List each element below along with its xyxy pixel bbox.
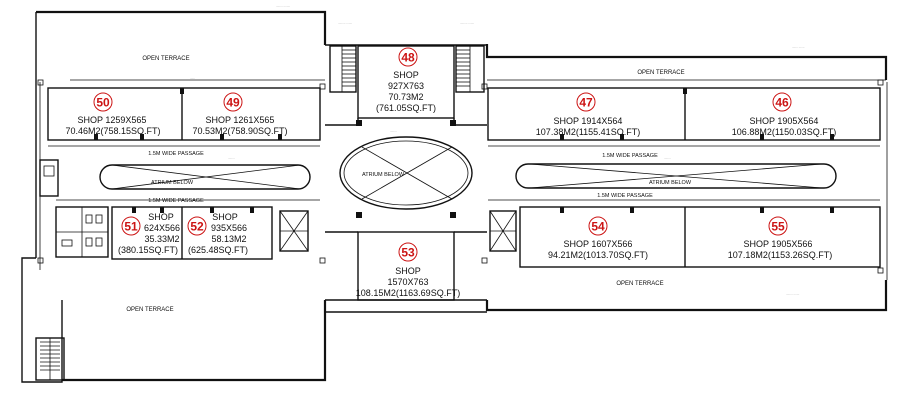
atrium-voids [99,136,837,210]
shop-54-marker: 54 [588,216,608,236]
shop-47-text: SHOP 1914X564 107.38M2(1155.41SQ.FT) [536,116,640,137]
svg-text:......: ...... [660,76,665,80]
svg-text:........ .......: ........ ....... [786,292,800,296]
svg-text:SHOP 1607X566: SHOP 1607X566 [564,239,633,249]
svg-text:94.21M2(1013.70SQ.FT): 94.21M2(1013.70SQ.FT) [548,250,648,260]
open-terrace-label-1: OPEN TERRACE [142,56,189,62]
svg-text:........: ........ [664,156,671,160]
space-labels: OPEN TERRACE OPEN TERRACE OPEN TERRACE O… [126,56,691,313]
svg-text:53: 53 [401,246,415,260]
lift-cores [279,210,517,252]
svg-text:SHOP 1914X564: SHOP 1914X564 [554,116,623,126]
svg-text:107.18M2(1153.26SQ.FT): 107.18M2(1153.26SQ.FT) [728,250,832,260]
central-shop-frames [325,45,487,301]
shop-51-text: SHOP 624X566 35.33M2 (380.15SQ.FT) [118,212,180,255]
shop-55-marker: 55 [768,216,788,236]
shop-46-text: SHOP 1905X564 106.88M2(1150.03SQ.FT) [732,116,836,137]
svg-text:......: ...... [190,76,195,80]
shop-48-marker: 48 [398,47,418,67]
svg-text:SHOP 1261X565: SHOP 1261X565 [206,115,275,125]
svg-text:47: 47 [579,96,593,110]
svg-text:46: 46 [775,96,789,110]
shop-49-marker: 49 [223,92,243,112]
svg-text:107.38M2(1155.41SQ.FT): 107.38M2(1155.41SQ.FT) [536,127,640,137]
svg-text:SHOP 1905X566: SHOP 1905X566 [744,239,813,249]
svg-text:54: 54 [591,220,605,234]
svg-text:624X566: 624X566 [144,223,180,233]
shop-55-text: SHOP 1905X566 107.18M2(1153.26SQ.FT) [728,239,832,260]
atrium-label-1: ATRIUM BELOW [151,180,194,186]
svg-text:(380.15SQ.FT): (380.15SQ.FT) [118,245,178,255]
svg-text:52: 52 [190,220,204,234]
passage-label-3: 1.5M WIDE PASSAGE [602,153,658,159]
svg-text:(625.48SQ.FT): (625.48SQ.FT) [188,245,248,255]
shop-46-marker: 46 [772,92,792,112]
toilet-block [39,159,109,258]
shop-51-marker: 51 [121,216,141,236]
svg-text:SHOP: SHOP [212,212,238,222]
svg-text:49: 49 [226,96,240,110]
passage-label-1: 1.5M WIDE PASSAGE [148,151,204,157]
svg-text:48: 48 [401,51,415,65]
svg-text:927X763: 927X763 [388,81,424,91]
svg-text:50: 50 [96,96,110,110]
passage-label-4: 1.5M WIDE PASSAGE [597,193,653,199]
building-outline [21,10,888,383]
open-terrace-label-2: OPEN TERRACE [637,70,684,76]
shop-53-marker: 53 [398,242,418,262]
shop-50-marker: 50 [93,92,113,112]
shop-49-text: SHOP 1261X565 70.53M2(758.90SQ.FT) [192,115,287,136]
svg-text:58.13M2: 58.13M2 [211,234,246,244]
small-annotations: ........ ........ ......... ....... ....… [190,4,805,296]
bottom-shop-strip [56,199,881,268]
svg-text:SHOP: SHOP [393,70,419,80]
shop-54-text: SHOP 1607X566 94.21M2(1013.70SQ.FT) [548,239,648,260]
svg-text:......... .......: ......... ....... [338,21,352,25]
shop-47-marker: 47 [576,92,596,112]
svg-text:SHOP 1905X564: SHOP 1905X564 [750,116,819,126]
svg-text:(761.05SQ.FT): (761.05SQ.FT) [376,103,436,113]
stairs [35,45,485,381]
svg-text:......... .......: ......... ....... [460,21,474,25]
shop-text: SHOP 1259X565 70.46M2(758.15SQ.FT) SHOP … [65,70,836,298]
svg-text:108.15M2(1163.69SQ.FT): 108.15M2(1163.69SQ.FT) [356,288,460,298]
svg-text:51: 51 [124,220,138,234]
svg-text:........: ........ [228,156,235,160]
svg-text:35.33M2: 35.33M2 [144,234,179,244]
shop-53-text: SHOP 1570X763 108.15M2(1163.69SQ.FT) [356,266,460,298]
open-terrace-label-4: OPEN TERRACE [126,307,173,313]
svg-text:70.53M2(758.90SQ.FT): 70.53M2(758.90SQ.FT) [192,126,287,136]
svg-text:935X566: 935X566 [211,223,247,233]
shop-48-text: SHOP 927X763 70.73M2 (761.05SQ.FT) [376,70,436,113]
top-shop-strip [47,87,881,147]
shop-52-text: SHOP 935X566 58.13M2 (625.48SQ.FT) [188,212,248,255]
atrium-label-2: ATRIUM BELOW [362,172,405,178]
open-terrace-label-3: OPEN TERRACE [616,281,663,287]
svg-text:SHOP: SHOP [148,212,174,222]
svg-text:........ ........: ........ ........ [276,4,290,8]
shop-52-marker: 52 [187,216,207,236]
svg-text:1570X763: 1570X763 [387,277,428,287]
svg-text:........: ........ [390,129,397,133]
svg-text:55: 55 [771,220,785,234]
svg-text:70.46M2(758.15SQ.FT): 70.46M2(758.15SQ.FT) [65,126,160,136]
svg-text:SHOP: SHOP [395,266,421,276]
shop-numbers: 50 49 48 47 46 51 52 53 54 55 [93,47,792,262]
atrium-label-3: ATRIUM BELOW [649,180,692,186]
svg-text:SHOP 1259X565: SHOP 1259X565 [78,115,147,125]
svg-text:106.88M2(1150.03SQ.FT): 106.88M2(1150.03SQ.FT) [732,127,836,137]
shop-50-text: SHOP 1259X565 70.46M2(758.15SQ.FT) [65,115,160,136]
passage-label-2: 1.5M WIDE PASSAGE [148,198,204,204]
svg-text:70.73M2: 70.73M2 [388,92,423,102]
svg-text:....... .......: ....... ....... [792,45,805,49]
